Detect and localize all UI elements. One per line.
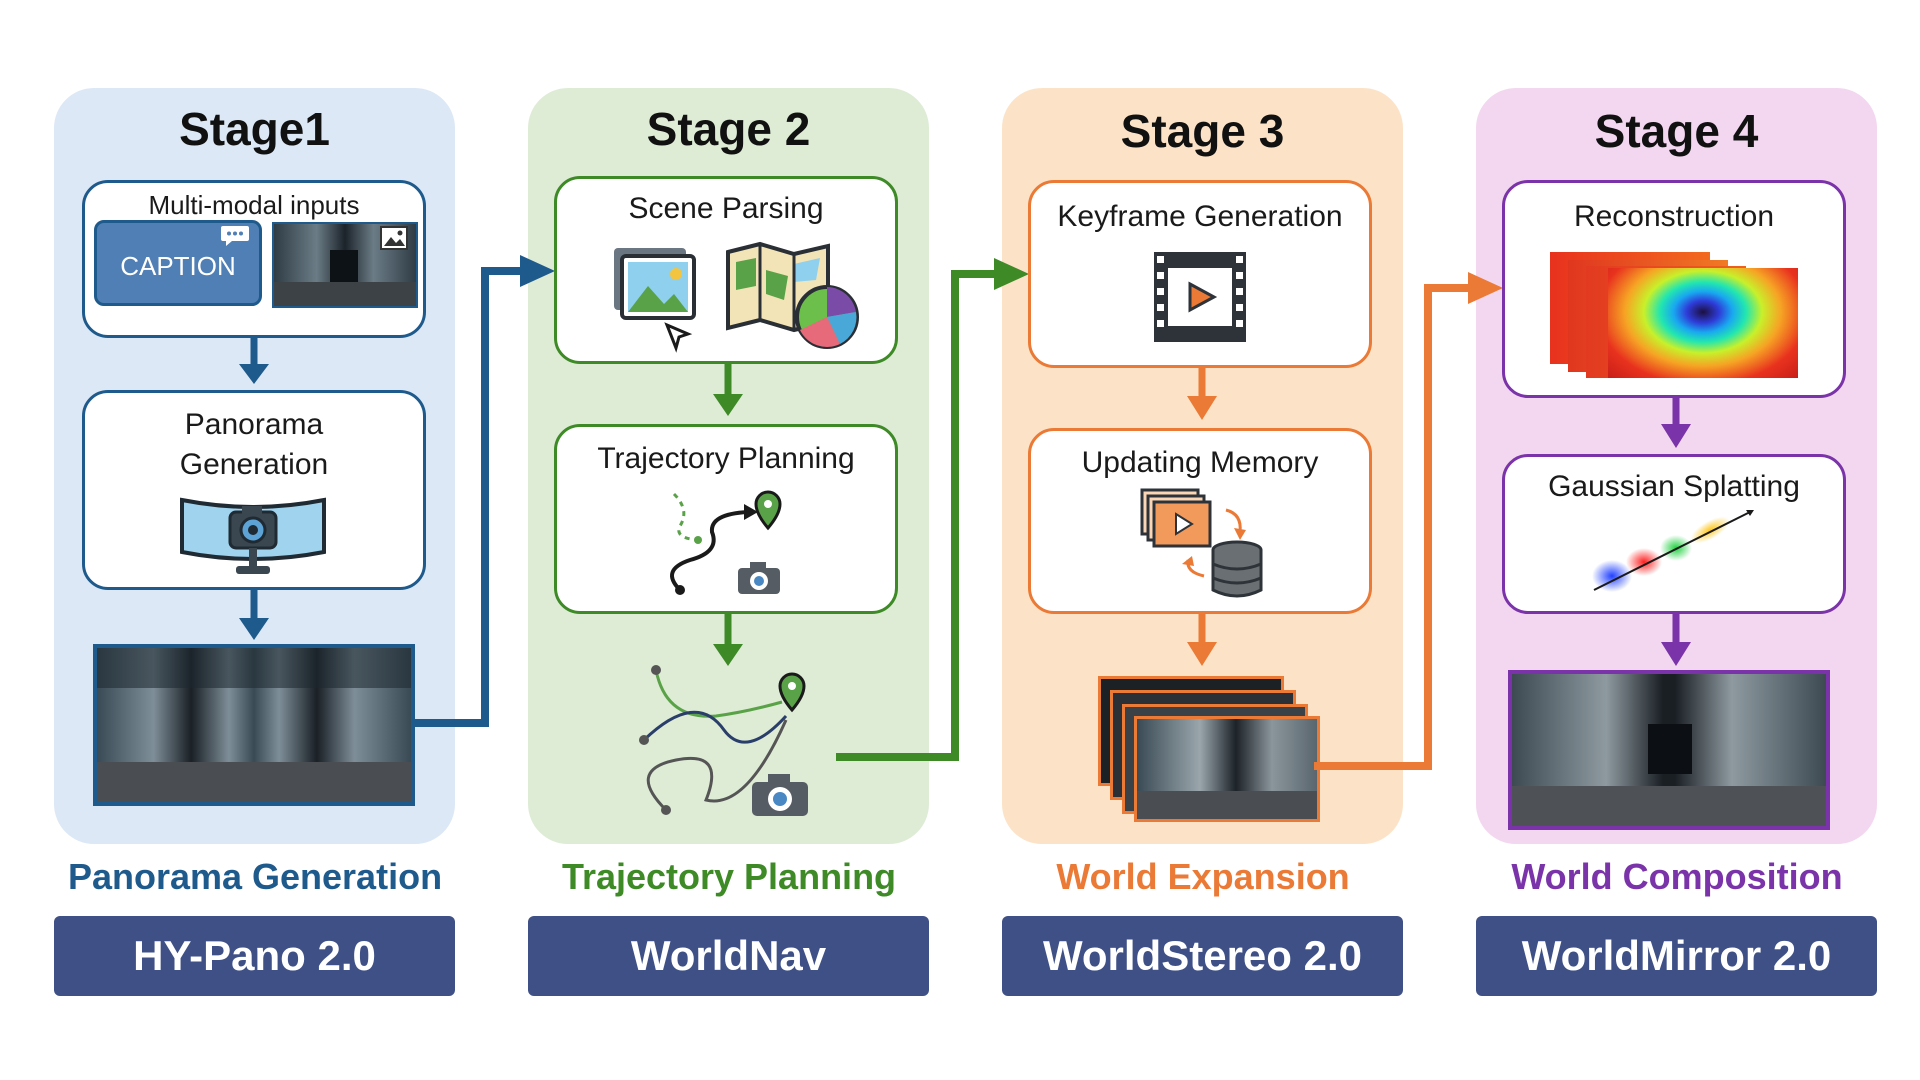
scene-parsing-title: Scene Parsing <box>628 192 824 225</box>
cursor-icon <box>664 322 693 353</box>
stage2-model-badge: WorldNav <box>528 916 929 996</box>
reconstruction-title: Reconstruction <box>1573 200 1775 233</box>
panorama-generation-box: Panorama Generation <box>82 390 426 590</box>
image-icon <box>380 226 408 250</box>
multi-trajectory-icon <box>639 665 806 815</box>
stage1-caption: Panorama Generation <box>67 856 443 897</box>
image-icon-scene <box>614 248 696 320</box>
stage2-caption: Trajectory Planning <box>561 856 897 897</box>
caption-chip-label: CAPTION <box>120 251 236 281</box>
stage4-model-badge: WorldMirror 2.0 <box>1476 916 1877 996</box>
gaussian-splats-icon <box>1592 510 1754 592</box>
camera-icon-multi <box>752 774 808 816</box>
stage2-title: Stage 2 <box>646 103 811 155</box>
stage3-title: Stage 3 <box>1120 105 1285 157</box>
stage3-arrow-1 <box>1187 368 1217 420</box>
trajectory-planning-box: Trajectory Planning <box>554 424 898 614</box>
gaussian-splatting-title: Gaussian Splatting <box>1548 470 1800 503</box>
trajectory-path-icon <box>670 490 782 595</box>
multimodal-inputs-title: Multi-modal inputs <box>148 190 360 220</box>
stage4-caption: World Composition <box>1511 856 1843 897</box>
chat-icon <box>221 226 249 246</box>
stage3-frame-front <box>1134 716 1320 822</box>
stage3-model-badge: WorldStereo 2.0 <box>1002 916 1403 996</box>
panorama-generation-title-line1: Panorama <box>184 408 324 441</box>
composed-world-image <box>1508 670 1830 830</box>
stage2-arrow-2 <box>713 614 743 666</box>
memory-cycle-arrows-icon <box>1182 508 1246 578</box>
stage3-arrow-2 <box>1187 614 1217 666</box>
stage1-arrow-1 <box>239 338 269 384</box>
updating-memory-title: Updating Memory <box>1081 446 1319 479</box>
stage4-arrow-1 <box>1661 398 1691 448</box>
panorama-camera-icon <box>180 497 326 574</box>
database-icon <box>1211 540 1263 598</box>
pie-chart-icon <box>795 285 859 349</box>
depth-map-front <box>1608 268 1798 378</box>
camera-icon-trajectory <box>738 562 780 594</box>
film-play-icon <box>1154 252 1246 342</box>
stage1-arrow-2 <box>239 590 269 640</box>
panorama-generation-title-line2: Generation <box>179 448 329 481</box>
stage2-arrow-1 <box>713 364 743 416</box>
gaussian-splatting-box: Gaussian Splatting <box>1502 454 1846 614</box>
stage4-title: Stage 4 <box>1594 105 1759 157</box>
panorama-output-image <box>93 644 415 806</box>
keyframe-generation-title: Keyframe Generation <box>1057 200 1343 233</box>
stage3-caption: World Expansion <box>1056 856 1350 897</box>
stage1-model-badge: HY-Pano 2.0 <box>54 916 455 996</box>
trajectory-planning-title: Trajectory Planning <box>597 442 855 475</box>
stage1-title: Stage1 <box>179 103 330 155</box>
memory-video-icon <box>1140 488 1212 548</box>
stage4-arrow-2 <box>1661 614 1691 666</box>
